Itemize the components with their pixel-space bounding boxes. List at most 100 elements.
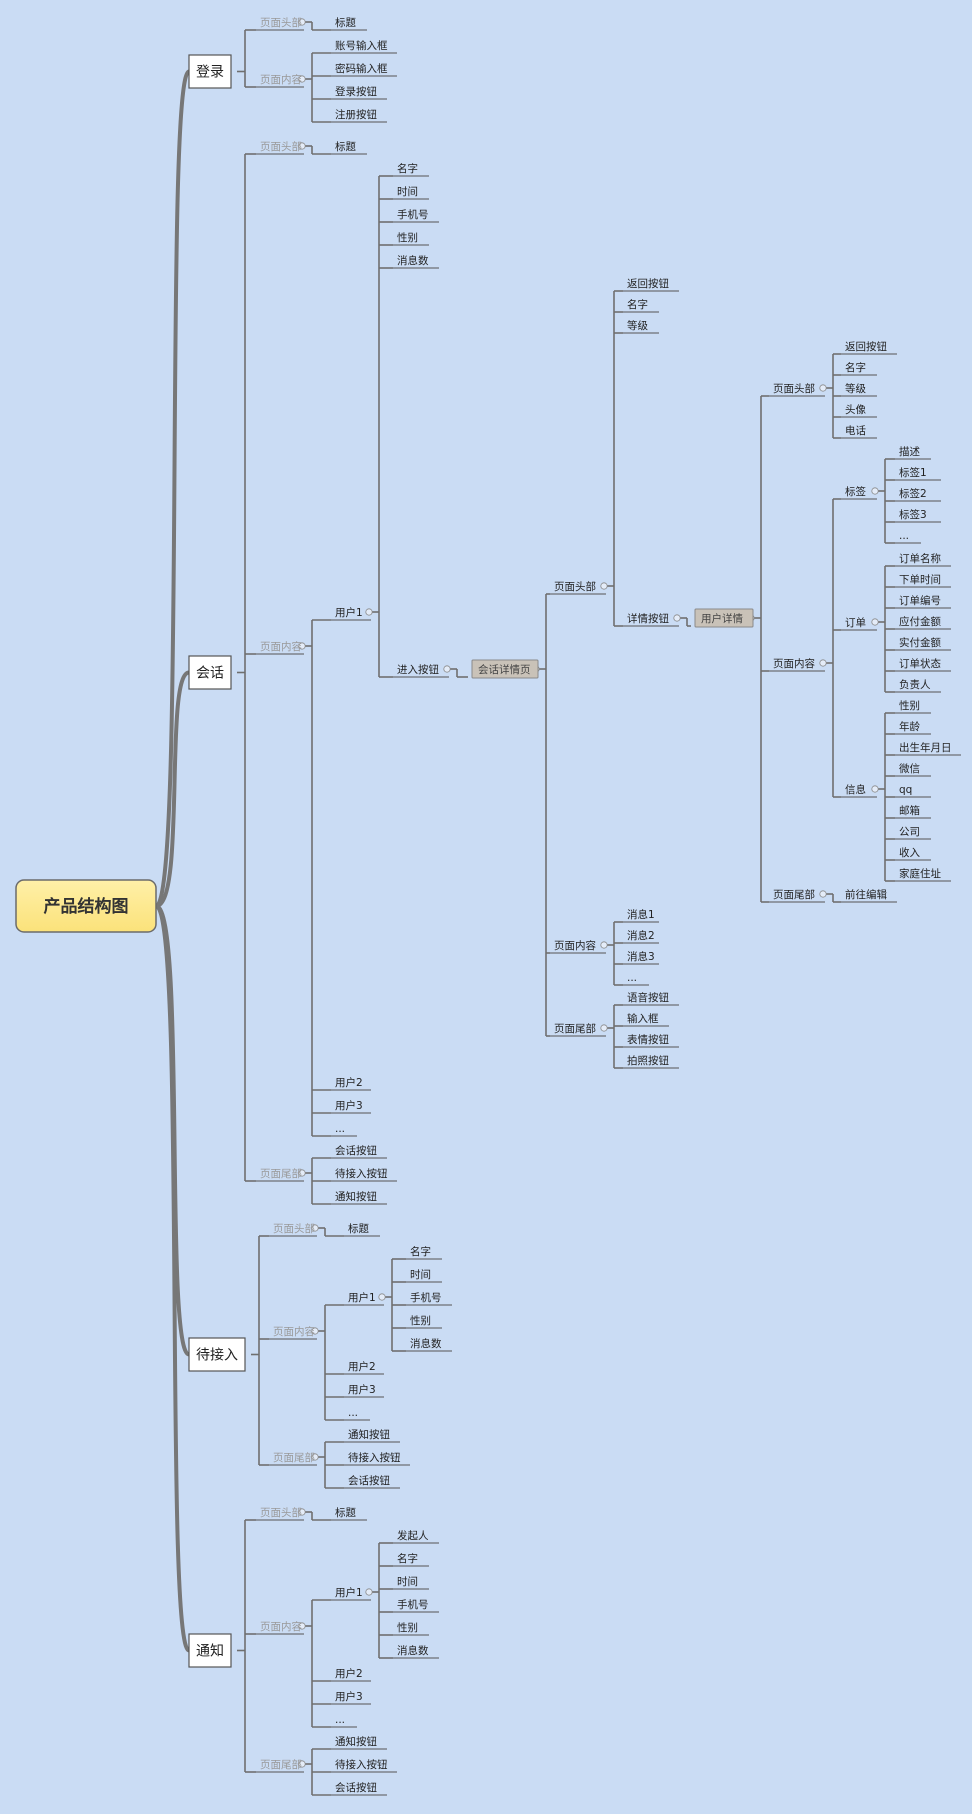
node-sections-2-groups-1-label: 页面内容: [273, 1325, 315, 1338]
node-sections-1-groups-1-items-0-items-5-items-0-items-2-items-1-label: 输入框: [627, 1012, 659, 1025]
node-sections-1-groups-1-items-0-items-5-items-0-items-0-items-3-items-0-items-1-items-0-items-0-label: 描述: [899, 445, 920, 458]
node-sections-3-groups-1-items-0-items-2-label: 时间: [397, 1575, 418, 1588]
node-sections-1-groups-1-items-0-items-5-items-0-items-0-items-3-items-0-items-1-items-1-items-2-label: 订单编号: [899, 594, 941, 607]
node-sections-1-groups-1-items-0-items-5-items-0-items-0-items-3-items-0-items-1-items-2-items-8-label: 家庭住址: [899, 867, 941, 880]
node-sections-1-groups-1-items-1-label: 用户2: [335, 1076, 363, 1089]
node-sections-1-groups-1-items-0-items-5-items-0-items-0-items-3-items-0-items-1-items-2-label: 信息: [845, 783, 866, 796]
root-box: [15, 879, 157, 933]
node-sections-1-groups-1-items-0-items-5-items-0-items-0-items-3-items-0-items-1-items-1-items-5-label: 订单状态: [899, 657, 941, 670]
node-sections-1-groups-1-items-0-items-5-items-0-items-0-items-3-items-0-items-1-label: 页面内容: [773, 657, 815, 670]
node-sections-1-groups-1-items-0-items-5-items-0-items-0-items-3-items-0-items-1-items-0-items-2-label: 标签2: [899, 487, 927, 500]
node-sections-1-groups-1-items-0-items-5-items-0-items-0-items-3-items-0-items-1-items-0-label: 标签: [845, 485, 866, 498]
node-sections-1-groups-1-items-0-items-5-items-0-items-1-items-1-label: 消息2: [627, 929, 655, 942]
node-sections-0-groups-1-items-0-label: 账号输入框: [335, 39, 388, 52]
node-sections-1-groups-1-items-0-items-5-items-0-items-1-items-2-label: 消息3: [627, 950, 655, 963]
node-sections-3-groups-1-items-0-label: 用户1: [335, 1586, 363, 1599]
node-sections-1-groups-1-items-0-items-5-items-0-items-0-items-3-items-0-items-1-items-2-items-6-label: 公司: [899, 826, 920, 838]
node-sections-1-groups-1-items-3-label: ...: [335, 1123, 345, 1135]
node-sections-1-groups-1-items-0-items-5-items-0-items-2-items-2-label: 表情按钮: [627, 1033, 669, 1046]
node-sections-0-groups-1-items-2-label: 登录按钮: [335, 85, 377, 98]
section-sections-3-label: 通知: [196, 1643, 224, 1660]
node-sections-1-groups-1-items-0-items-5-items-0-items-0-items-3-items-0-items-0-items-3-label: 头像: [845, 404, 866, 416]
node-sections-1-groups-1-items-0-items-5-items-0-items-0-items-3-items-0-items-1-items-1-label: 订单: [845, 617, 866, 629]
node-sections-1-groups-1-items-0-items-5-items-0-items-0-items-3-items-0-items-2-label: 页面尾部: [773, 888, 815, 901]
node-sections-2-groups-2-label: 页面尾部: [273, 1451, 315, 1464]
node-sections-1-groups-1-items-0-items-5-items-0-items-0-items-3-items-0-items-1-items-0-items-3-label: 标签3: [899, 508, 927, 521]
node-sections-1-groups-1-items-0-items-5-items-0-items-0-items-3-items-0-items-1-items-1-items-4-label: 实付金额: [899, 636, 941, 649]
node-sections-2-groups-0-label: 页面头部: [273, 1222, 315, 1235]
node-sections-1-groups-1-items-0-items-5-items-0-items-0-items-3-items-0-label: 用户详情: [701, 612, 743, 625]
node-sections-1-groups-1-items-0-items-5-items-0-items-0-items-3-items-0-items-1-items-2-items-7-label: 收入: [899, 846, 920, 859]
node-sections-1-groups-1-items-0-items-5-items-0-label: 会话详情页: [478, 663, 531, 676]
node-sections-1-groups-1-items-0-label: 用户1: [335, 606, 363, 619]
node-sections-2-groups-1-items-0-items-3-label: 性别: [410, 1314, 431, 1327]
node-sections-1-groups-1-items-0-items-5-items-0-items-0-items-3-items-0-items-1-items-2-items-5-label: 邮箱: [899, 804, 920, 817]
node-sections-1-groups-1-items-0-items-5-items-0-items-0-label: 页面头部: [554, 580, 596, 593]
node-sections-1-groups-1-items-0-items-3-label: 性别: [397, 231, 418, 244]
node-sections-1-groups-1-items-0-items-5-items-0-items-0-items-3-items-0-items-1-items-0-items-1-label: 标签1: [899, 466, 927, 479]
node-sections-1-groups-1-items-0-items-5-items-0-items-0-items-3-items-0-items-1-items-2-items-2-label: 出生年月日: [899, 741, 952, 754]
node-sections-1-groups-1-items-0-items-5-label: 进入按钮: [397, 663, 439, 676]
node-sections-2-groups-1-items-2-label: 用户3: [348, 1383, 376, 1396]
node-sections-2-groups-1-items-1-label: 用户2: [348, 1360, 376, 1373]
section-sections-2-label: 待接入: [196, 1347, 238, 1364]
node-sections-0-groups-0-items-0-label: 标题: [335, 17, 356, 29]
section-sections-1-label: 会话: [196, 666, 224, 682]
node-sections-2-groups-1-items-0-items-1-label: 时间: [410, 1268, 431, 1281]
node-sections-1-groups-1-items-0-items-5-items-0-items-0-items-3-items-0-items-2-items-0-label: 前往编辑: [845, 888, 887, 901]
node-sections-1-groups-2-label: 页面尾部: [260, 1167, 302, 1180]
node-sections-3-groups-2-items-1-label: 待接入按钮: [335, 1758, 388, 1771]
node-sections-1-groups-1-items-0-items-5-items-0-items-1-items-3-label: ...: [627, 972, 637, 984]
node-sections-3-groups-0-label: 页面头部: [260, 1506, 302, 1519]
node-sections-3-groups-1-items-0-items-1-label: 名字: [397, 1552, 418, 1565]
node-sections-2-groups-1-items-0-items-4-label: 消息数: [410, 1337, 442, 1350]
node-sections-2-groups-1-items-0-label: 用户1: [348, 1291, 376, 1304]
node-sections-0-groups-1-items-1-label: 密码输入框: [335, 62, 388, 75]
node-sections-1-groups-2-items-2-label: 通知按钮: [335, 1190, 377, 1203]
root-node: 产品结构图: [44, 896, 129, 917]
node-sections-3-groups-1-items-2-label: 用户3: [335, 1690, 363, 1703]
node-sections-1-groups-1-items-0-items-5-items-0-items-0-items-3-items-0-items-1-items-2-items-1-label: 年龄: [899, 720, 920, 733]
node-sections-1-groups-1-items-0-items-5-items-0-items-0-items-3-items-0-items-0-label: 页面头部: [773, 382, 815, 395]
node-sections-1-groups-2-items-0-label: 会话按钮: [335, 1144, 377, 1157]
node-sections-1-groups-1-items-0-items-5-items-0-items-0-items-3-items-0-items-1-items-1-items-1-label: 下单时间: [899, 573, 941, 586]
node-sections-1-groups-1-items-0-items-5-items-0-items-2-items-0-label: 语音按钮: [627, 991, 669, 1004]
node-sections-1-groups-1-items-0-items-5-items-0-items-0-items-3-items-0-items-1-items-1-items-0-label: 订单名称: [899, 552, 941, 565]
node-sections-1-groups-1-items-0-items-5-items-0-items-0-items-2-label: 等级: [627, 319, 648, 332]
node-sections-1-groups-1-items-0-items-0-label: 名字: [397, 162, 418, 175]
node-sections-1-groups-1-items-0-items-5-items-0-items-0-items-3-items-0-items-1-items-1-items-6-label: 负责人: [899, 678, 931, 691]
node-sections-1-groups-1-items-0-items-4-label: 消息数: [397, 254, 429, 267]
node-sections-1-groups-1-items-2-label: 用户3: [335, 1099, 363, 1112]
node-sections-3-groups-1-items-0-items-3-label: 手机号: [397, 1598, 429, 1611]
node-sections-0-groups-1-label: 页面内容: [260, 73, 302, 86]
node-sections-1-groups-1-items-0-items-5-items-0-items-0-items-3-items-0-items-1-items-2-items-3-label: 微信: [899, 762, 920, 775]
node-sections-2-groups-1-items-3-label: ...: [348, 1407, 358, 1419]
node-sections-1-groups-1-items-0-items-5-items-0-items-0-items-1-label: 名字: [627, 298, 648, 311]
node-sections-3-groups-1-items-0-items-5-label: 消息数: [397, 1644, 429, 1657]
node-sections-1-groups-1-items-0-items-5-items-0-items-1-items-0-label: 消息1: [627, 908, 655, 921]
node-sections-3-groups-1-items-1-label: 用户2: [335, 1667, 363, 1680]
node-sections-2-groups-1-items-0-items-2-label: 手机号: [410, 1291, 442, 1304]
node-sections-2-groups-0-items-0-label: 标题: [348, 1223, 369, 1235]
node-sections-2-groups-2-items-1-label: 待接入按钮: [348, 1451, 401, 1464]
node-sections-2-groups-1-items-0-items-0-label: 名字: [410, 1245, 431, 1258]
node-sections-3-groups-1-items-3-label: ...: [335, 1714, 345, 1726]
trunk-lines: [154, 69, 191, 1653]
node-sections-1-groups-1-items-0-items-5-items-0-items-2-items-3-label: 拍照按钮: [627, 1054, 669, 1067]
node-sections-1-groups-1-items-0-items-5-items-0-items-2-label: 页面尾部: [554, 1022, 596, 1035]
node-sections-1-groups-1-items-0-items-5-items-0-items-0-items-3-label: 详情按钮: [627, 612, 669, 625]
node-sections-1-groups-0-label: 页面头部: [260, 140, 302, 153]
node-sections-2-groups-2-items-2-label: 会话按钮: [348, 1474, 390, 1487]
node-sections-3-groups-2-items-2-label: 会话按钮: [335, 1781, 377, 1794]
node-sections-1-groups-2-items-1-label: 待接入按钮: [335, 1167, 388, 1180]
node-sections-3-groups-1-label: 页面内容: [260, 1620, 302, 1633]
node-sections-1-groups-1-items-0-items-5-items-0-items-0-items-3-items-0-items-0-items-1-label: 名字: [845, 361, 866, 374]
node-sections-1-groups-1-items-0-items-5-items-0-items-0-items-3-items-0-items-1-items-2-items-4-label: qq: [899, 784, 912, 796]
node-sections-1-groups-1-items-0-items-5-items-0-items-1-label: 页面内容: [554, 939, 596, 952]
nodes: 页面头部标题页面内容账号输入框密码输入框登录按钮注册按钮页面头部标题页面内容用户…: [15, 16, 961, 1796]
node-sections-1-groups-1-items-0-items-5-items-0-items-0-items-3-items-0-items-1-items-0-items-4-label: ...: [899, 530, 909, 542]
node-sections-1-groups-1-items-0-items-5-items-0-items-0-items-3-items-0-items-0-items-4-label: 电话: [845, 424, 866, 437]
node-sections-1-groups-1-items-0-items-5-items-0-items-0-items-3-items-0-items-1-items-2-items-0-label: 性别: [899, 699, 920, 712]
section-sections-0-label: 登录: [196, 65, 224, 81]
